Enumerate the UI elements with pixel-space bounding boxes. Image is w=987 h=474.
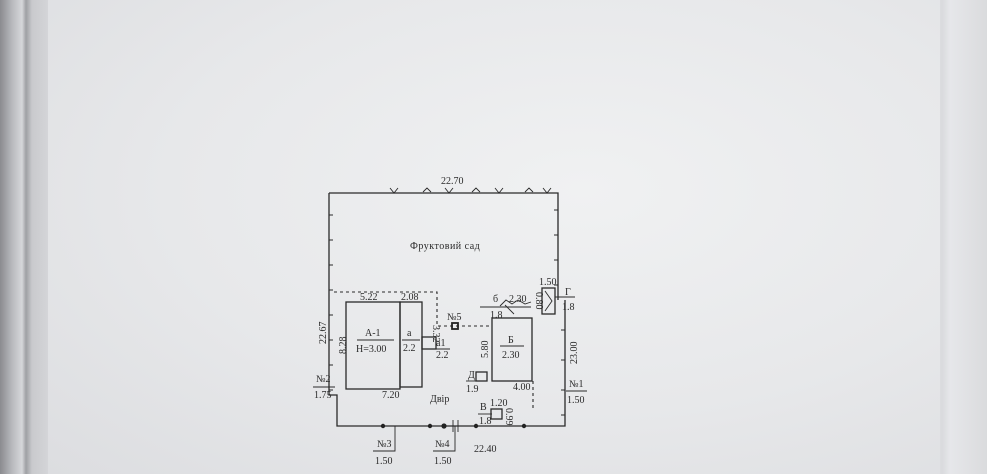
building-g-name: Г — [565, 287, 571, 298]
fence-1-num: №1 — [569, 379, 584, 390]
top-dimension: 22.70 — [441, 176, 464, 187]
fence-1-height: 1.50 — [567, 395, 585, 406]
plot-boundary — [328, 192, 566, 427]
building-b — [491, 317, 533, 382]
porch-b-name: б — [493, 294, 498, 305]
building-b-value: 2.30 — [502, 350, 520, 361]
building-v-value: 1.8 — [479, 416, 492, 427]
building-d-name: Д — [468, 370, 475, 381]
building-a1-width-top: 5.22 — [360, 292, 378, 303]
fence-3-leader — [373, 426, 396, 452]
building-g-width: 1.50 — [539, 277, 557, 288]
building-v-name: В — [480, 402, 487, 413]
extension-a-depth: 3.32 — [430, 325, 441, 343]
building-v-depth: 0.99 — [503, 408, 514, 426]
fence-4-height: 1.50 — [434, 456, 452, 467]
paper-sheet — [48, 0, 940, 474]
building-a1-name: А-1 — [365, 328, 381, 339]
yard-label: Двір — [430, 394, 449, 405]
porch-a1-value: 2.2 — [436, 350, 449, 361]
fence-5-marker — [451, 322, 459, 330]
building-d-value: 1.9 — [466, 384, 479, 395]
garden-label: Фруктовий сад — [410, 241, 480, 252]
extension-a-value: 2.2 — [403, 343, 416, 354]
building-a1-depth: 8.28 — [338, 337, 349, 355]
building-b-width: 4.00 — [513, 382, 531, 393]
building-g-depth: 0.80 — [533, 292, 544, 310]
building-b-name: Б — [508, 335, 514, 346]
gate-marks — [452, 420, 459, 432]
building-a1-height: Н=3.00 — [356, 344, 386, 355]
building-d — [475, 371, 488, 382]
building-b-depth: 5.80 — [480, 341, 491, 359]
fence-2-height: 1.75 — [314, 390, 332, 401]
porch-b-value: 1.8 — [490, 310, 503, 321]
bottom-dimension: 22.40 — [474, 444, 497, 455]
extension-a-name: а — [407, 328, 412, 339]
building-v — [490, 408, 503, 420]
boundary-ticks — [329, 187, 565, 416]
fence-4-leader — [433, 426, 456, 452]
fence-points — [380, 423, 527, 429]
fence-3-num: №3 — [377, 439, 392, 450]
porch-a1-name: а1 — [436, 338, 445, 349]
porch-b-steps — [499, 299, 532, 315]
building-a1-width-bottom: 7.20 — [382, 390, 400, 401]
building-g — [541, 287, 556, 315]
porch-a1 — [421, 336, 437, 350]
right-dimension: 23.00 — [569, 342, 580, 365]
fence-2-num: №2 — [316, 374, 331, 385]
building-g-value: 1.8 — [562, 302, 575, 313]
dashed-fence-lines — [334, 291, 534, 410]
porch-b-width: 2.30 — [509, 294, 527, 305]
left-dimension: 22.67 — [318, 322, 329, 345]
fence-4-num: №4 — [435, 439, 450, 450]
fence-5-num: №5 — [447, 312, 462, 323]
building-g-symbol — [544, 290, 553, 312]
fence-3-height: 1.50 — [375, 456, 393, 467]
extension-a-width: 2.08 — [401, 292, 419, 303]
building-v-width: 1.20 — [490, 398, 508, 409]
